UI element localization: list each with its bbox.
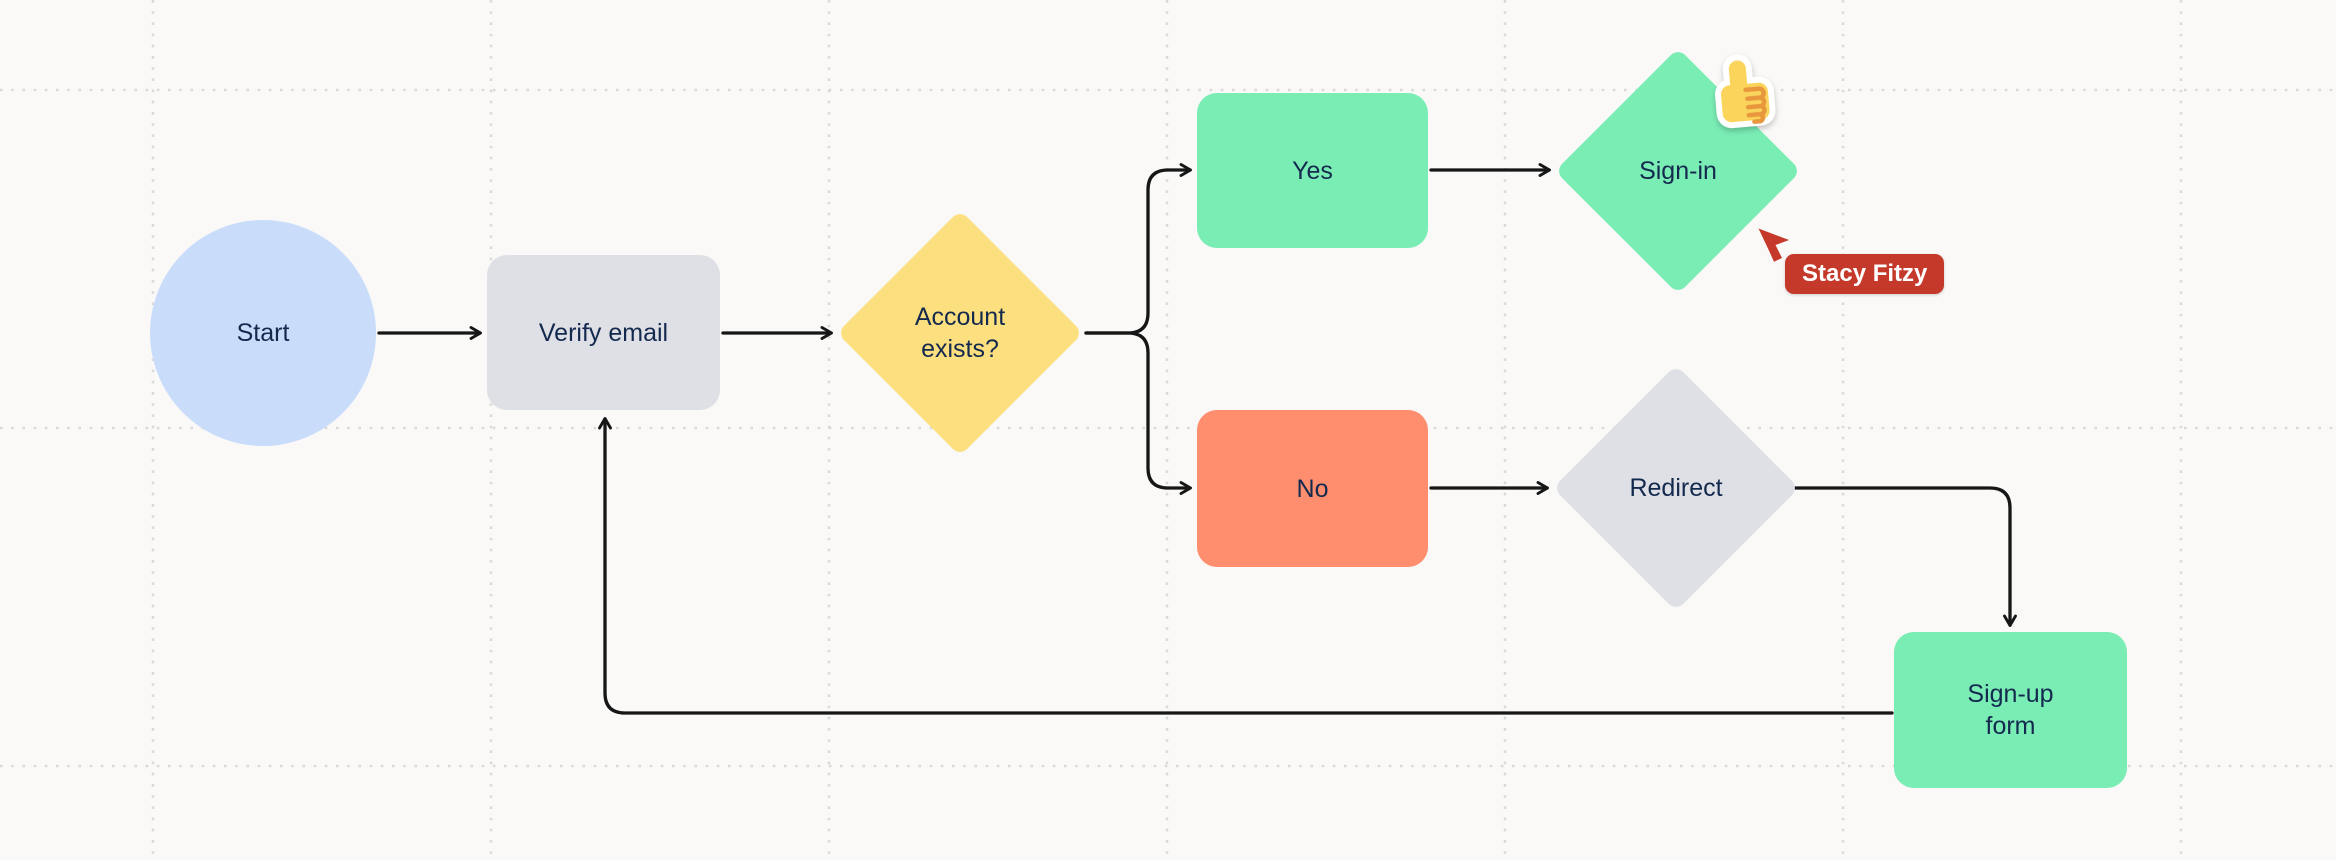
connector-account-to-no[interactable]	[1084, 331, 1192, 495]
node-account-exists-label: Account exists?	[914, 303, 1006, 363]
node-sign-up-form[interactable]: Sign-up form	[1894, 632, 2127, 788]
thumbs-up-sticker[interactable]	[1707, 49, 1782, 138]
node-sign-up-form-label: Sign-up form	[1967, 680, 2054, 740]
node-start-label: Start	[236, 319, 290, 347]
thumbs-up-icon	[1715, 54, 1776, 129]
node-no-label: No	[1296, 474, 1329, 503]
connector-redirect-to-signup[interactable]	[1790, 486, 2017, 627]
node-verify-email[interactable]: Verify email	[487, 255, 720, 410]
node-redirect[interactable]: Redirect	[1552, 364, 1800, 612]
connector-account-to-yes[interactable]	[1084, 163, 1192, 335]
connector-signup-to-verify[interactable]	[598, 417, 1894, 715]
node-yes-label: Yes	[1292, 156, 1333, 185]
collaborator-name-tag: Stacy Fitzy	[1785, 254, 1945, 294]
node-start[interactable]: Start	[150, 220, 376, 446]
node-no[interactable]: No	[1197, 410, 1428, 567]
node-verify-email-label: Verify email	[538, 318, 669, 347]
node-redirect-label: Redirect	[1629, 474, 1723, 502]
node-account-exists[interactable]: Account exists?	[836, 209, 1084, 457]
node-sign-in-label: Sign-in	[1639, 157, 1717, 185]
node-yes[interactable]: Yes	[1197, 93, 1428, 248]
collaborator-cursor-icon	[1756, 226, 1794, 273]
